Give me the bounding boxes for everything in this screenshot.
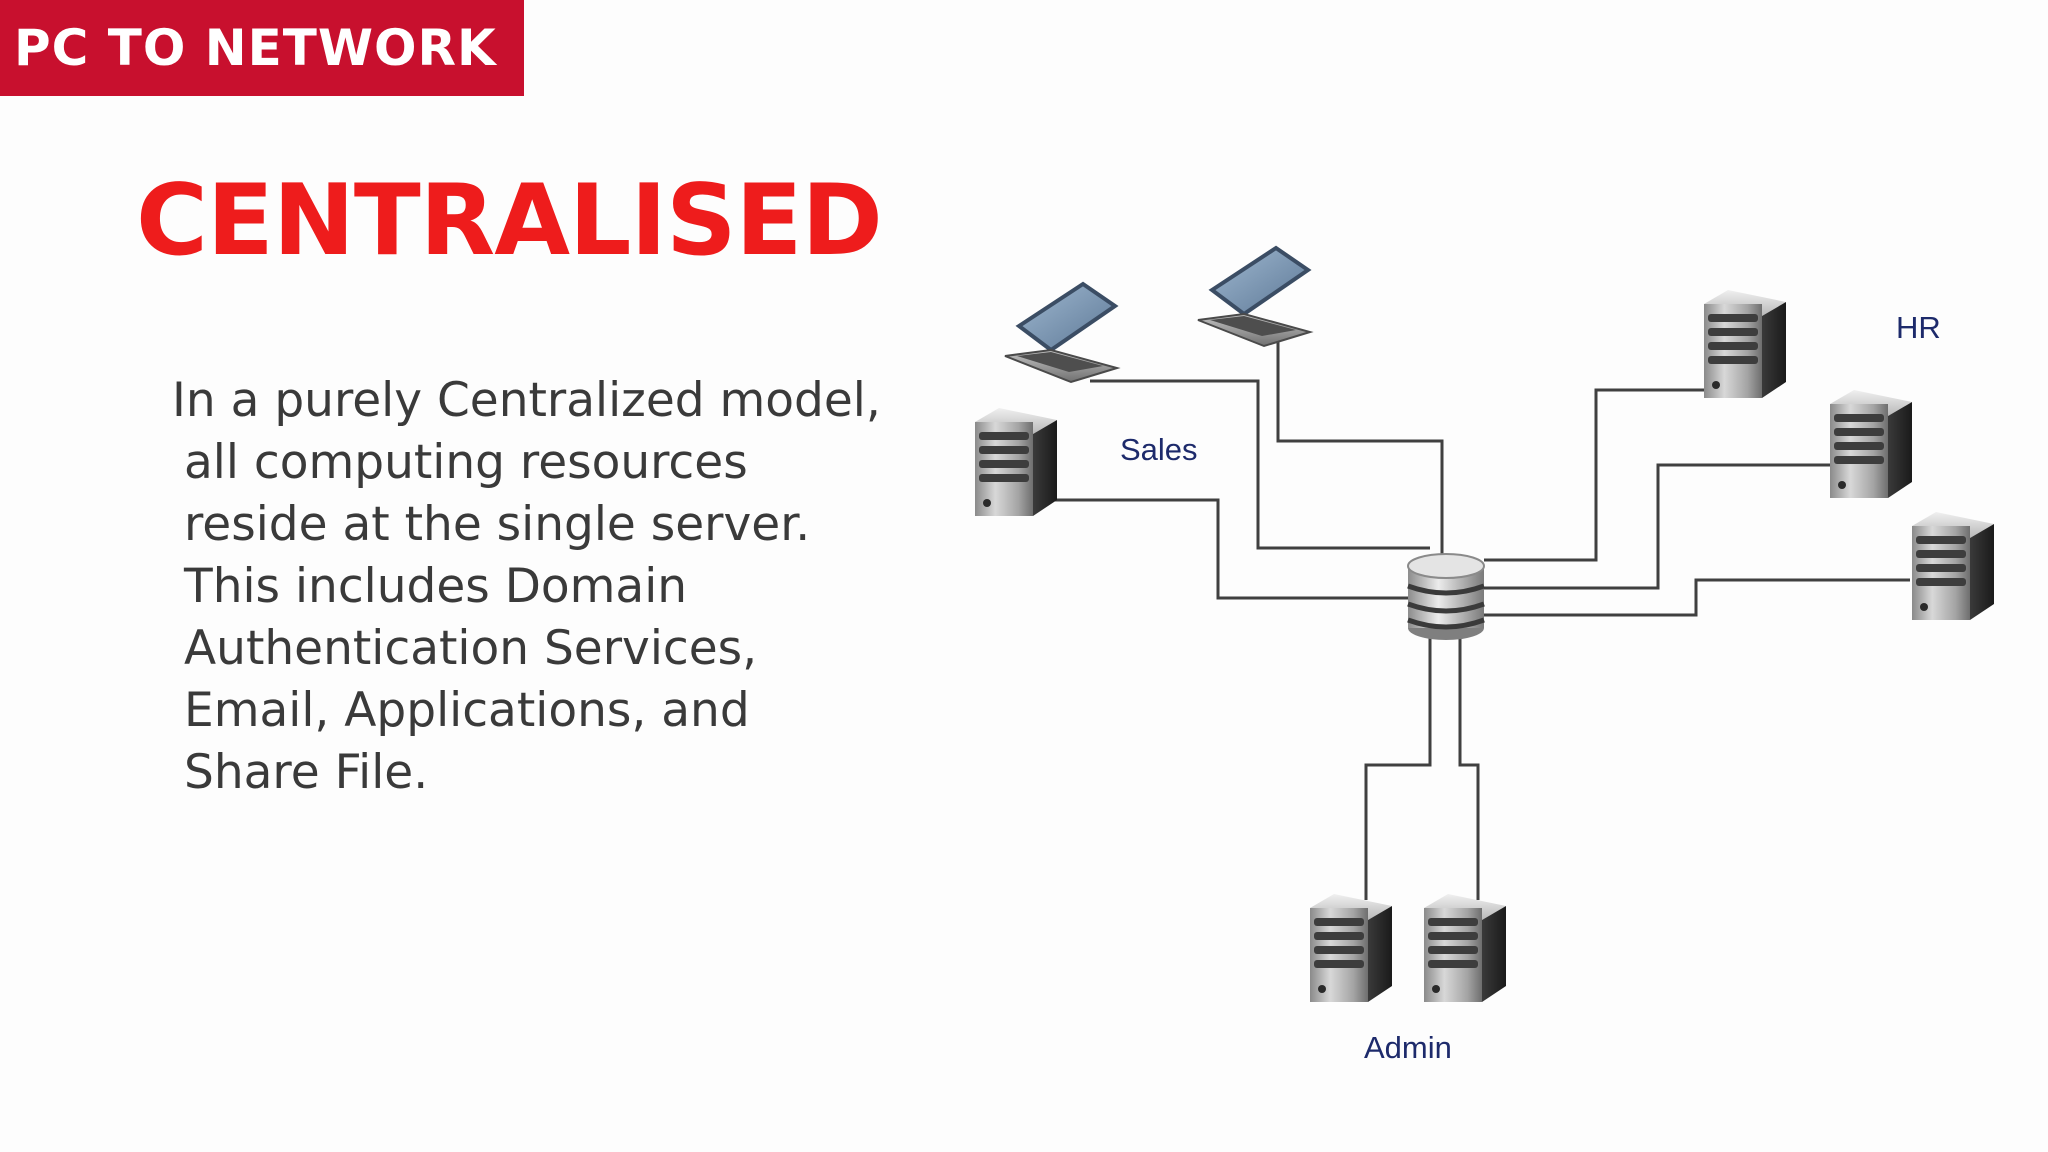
sales-label: Sales: [1120, 432, 1198, 467]
server-tower-icon: [1704, 290, 1786, 398]
laptop-icon: [1003, 282, 1119, 384]
brand-banner: PC TO NETWORK: [0, 0, 524, 96]
body-line: reside at the single server.: [184, 497, 811, 552]
link-sales-server: [1040, 498, 1412, 600]
body-line: This includes Domain: [184, 559, 688, 614]
network-links: [1040, 336, 1910, 900]
link-sales-laptop-2: [1276, 336, 1444, 558]
body-line: Authentication Services,: [184, 621, 758, 676]
laptop-icon: [1196, 246, 1312, 348]
central-database-icon: [1407, 553, 1485, 640]
server-tower-icon: [1912, 512, 1994, 620]
server-tower-icon: [975, 408, 1057, 516]
brand-text: PC TO NETWORK: [14, 19, 497, 77]
link-admin-server-2: [1458, 628, 1480, 900]
link-hr-server-1: [1484, 388, 1712, 562]
link-hr-server-2: [1484, 463, 1835, 590]
body-line: all computing resources: [184, 435, 748, 490]
server-tower-icon: [1310, 894, 1392, 1002]
body-line: Share File.: [184, 745, 429, 800]
slide-title: CENTRALISED: [136, 164, 883, 278]
link-sales-laptop-1: [1090, 379, 1430, 550]
link-hr-server-3: [1484, 578, 1910, 617]
body-line: Email, Applications, and: [184, 683, 750, 738]
body-text: In a purely Centralized model, all compu…: [172, 370, 932, 804]
body-line: In a purely Centralized model,: [172, 373, 881, 428]
hr-label: HR: [1896, 310, 1941, 345]
link-admin-server-1: [1364, 628, 1432, 900]
admin-label: Admin: [1364, 1030, 1452, 1065]
server-tower-icon: [1830, 390, 1912, 498]
server-tower-icon: [1424, 894, 1506, 1002]
